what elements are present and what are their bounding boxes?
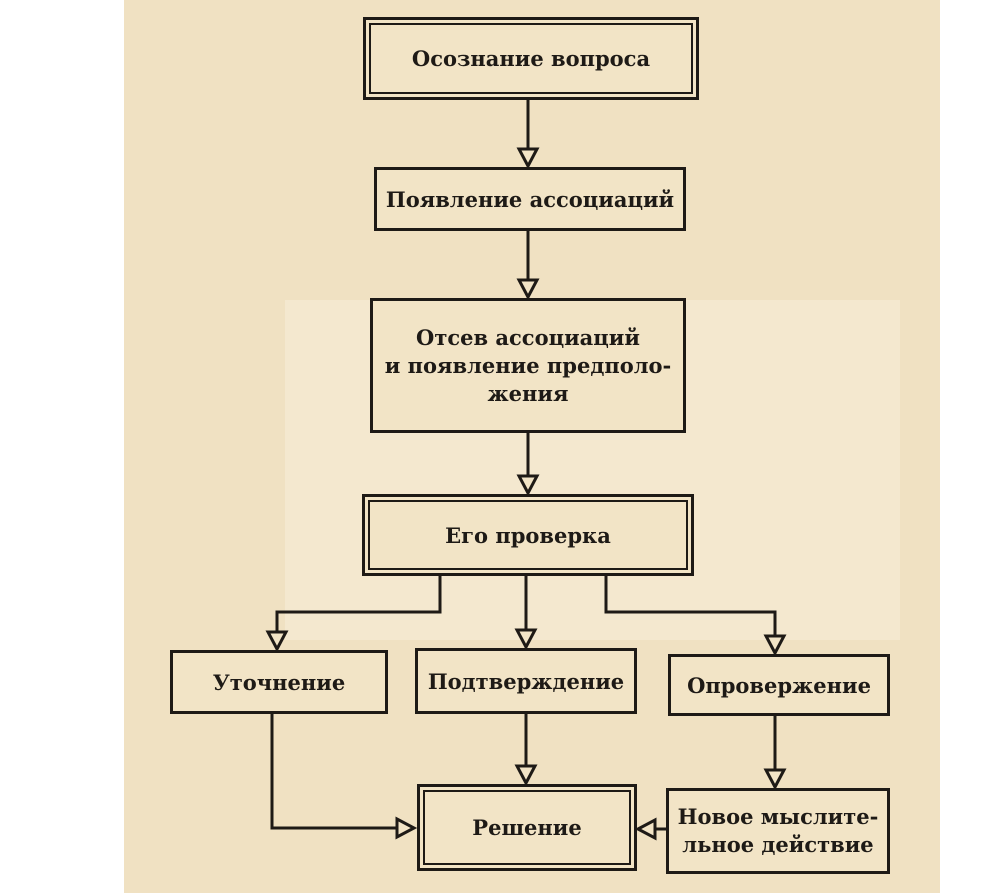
node-check-label: Его проверка: [445, 522, 611, 548]
edge-check-to-refute: [604, 576, 787, 657]
edge-awareness-to-associations: [516, 100, 540, 170]
arrow-head-icon: [265, 630, 289, 653]
connector-line: [270, 714, 397, 830]
node-new-action: Новое мыслите- льное действие: [666, 788, 890, 874]
connector-line: [275, 576, 442, 632]
connector-line: [604, 576, 777, 636]
node-screening-label: Отсев ассоциаций и появление предполо- ж…: [384, 324, 672, 406]
node-clarify-label: Уточнение: [212, 669, 346, 695]
node-new-action-label: Новое мыслите- льное действие: [677, 804, 879, 857]
arrow-head-icon: [763, 634, 787, 657]
node-check: Его проверка: [362, 494, 694, 576]
node-clarify: Уточнение: [170, 650, 388, 714]
node-confirm: Подтверждение: [415, 648, 637, 714]
node-screening: Отсев ассоциаций и появление предполо- ж…: [370, 298, 686, 433]
arrow-head-icon: [516, 147, 540, 170]
edge-check-to-clarify: [265, 576, 442, 653]
node-associations-label: Появление ассоциаций: [385, 186, 675, 212]
arrow-head-icon: [514, 764, 538, 787]
edge-refute-to-new-action: [763, 716, 787, 791]
edge-confirm-to-solution: [514, 714, 538, 787]
arrow-head-icon: [516, 278, 540, 301]
node-solution: Решение: [417, 784, 637, 871]
node-refute-label: Опровержение: [687, 672, 871, 698]
node-associations: Появление ассоциаций: [374, 167, 686, 231]
node-refute: Опровержение: [668, 654, 890, 716]
arrow-head-icon: [514, 628, 538, 651]
arrow-head-icon: [516, 474, 540, 497]
node-confirm-label: Подтверждение: [427, 668, 625, 694]
edge-screening-to-check: [516, 433, 540, 497]
arrow-head-icon: [634, 817, 657, 841]
arrow-head-icon: [395, 816, 418, 840]
node-awareness-label: Осознание вопроса: [411, 46, 651, 71]
arrow-head-icon: [763, 768, 787, 791]
node-awareness: Осознание вопроса: [363, 17, 699, 100]
edge-associations-to-screening: [516, 231, 540, 301]
node-solution-label: Решение: [472, 815, 582, 840]
edge-check-to-confirm: [514, 576, 538, 651]
edge-clarify-to-solution: [270, 714, 418, 840]
edge-new-action-to-solution: [634, 817, 666, 841]
